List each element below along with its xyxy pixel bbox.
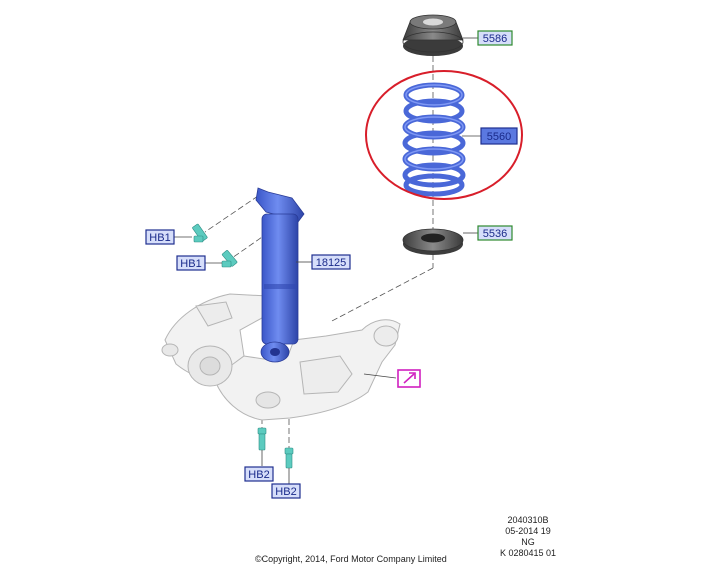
ref-line: 2040310B xyxy=(507,515,549,525)
bolt-hb2-right xyxy=(284,447,294,469)
callout-5536[interactable]: 5536 xyxy=(477,225,513,241)
svg-text:HB2: HB2 xyxy=(275,486,296,498)
ref-line: K 0280415 01 xyxy=(499,548,557,558)
callout-hb1-upper[interactable]: HB1 xyxy=(145,229,175,245)
highlight-circle xyxy=(365,70,523,200)
coil-spring-shade xyxy=(404,84,464,170)
svg-text:18125: 18125 xyxy=(316,257,347,269)
ref-line: NG xyxy=(521,537,535,547)
knuckle-assembly xyxy=(161,293,401,421)
svg-text:5586: 5586 xyxy=(483,33,507,45)
lower-spring-seat xyxy=(402,228,464,255)
svg-text:HB2: HB2 xyxy=(248,469,269,481)
callout-hb2-left[interactable]: HB2 xyxy=(244,466,274,482)
svg-text:HB1: HB1 xyxy=(180,258,201,270)
arm-leader xyxy=(363,373,397,379)
svg-text:5536: 5536 xyxy=(483,228,507,240)
callout-hb1-lower[interactable]: HB1 xyxy=(176,255,206,271)
top-mount xyxy=(402,14,464,56)
svg-text:HB1: HB1 xyxy=(149,232,170,244)
svg-text:5560: 5560 xyxy=(487,131,511,143)
bolt-hb2-left xyxy=(257,427,267,451)
callout-18125[interactable]: 18125 xyxy=(311,254,351,270)
callout-5560[interactable]: 5560 xyxy=(480,127,518,145)
reference-block: 2040310B 05-2014 19 NG K 0280415 01 xyxy=(494,515,562,559)
jump-arrow-icon[interactable] xyxy=(397,369,421,388)
copyright-text: ©Copyright, 2014, Ford Motor Company Lim… xyxy=(255,554,447,564)
ref-line: 05-2014 19 xyxy=(505,526,551,536)
callout-hb2-right[interactable]: HB2 xyxy=(271,483,301,499)
bolt-hb1-upper xyxy=(192,223,208,243)
shock-absorber xyxy=(255,187,305,363)
bolt-hb1-lower xyxy=(221,250,238,268)
callout-5586[interactable]: 5586 xyxy=(477,30,513,46)
